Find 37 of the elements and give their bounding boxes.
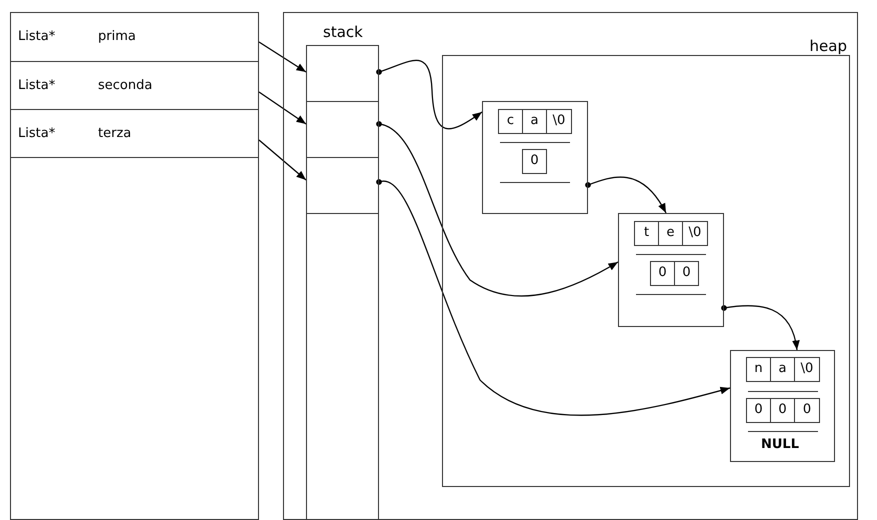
list-node-box — [618, 213, 724, 327]
variable-name: terza — [98, 126, 132, 142]
type-label: Lista* — [18, 78, 56, 94]
memory-cell: 0 — [674, 261, 699, 286]
area-heading: stack — [323, 24, 363, 40]
memory-cell: 0 — [770, 398, 795, 423]
area-heading: heap — [810, 38, 847, 54]
list-node-box — [730, 350, 835, 462]
pointer-arrow — [258, 140, 306, 180]
memory-cell: n — [746, 357, 771, 382]
memory-cell: t — [634, 221, 659, 246]
pointer-arrow — [721, 305, 800, 350]
pointer-arrow — [585, 176, 667, 214]
list-node-box — [482, 101, 588, 214]
type-label: Lista* — [18, 126, 56, 142]
pointer-arrow — [258, 42, 306, 72]
memory-cell: a — [522, 109, 547, 134]
variable-name: seconda — [98, 78, 152, 94]
memory-cell: \0 — [794, 357, 820, 382]
variable-name: prima — [98, 29, 136, 45]
pointer-arrow — [376, 179, 730, 416]
pointer-arrow — [376, 121, 618, 296]
type-label: Lista* — [18, 29, 56, 45]
pointer-arrow — [258, 92, 306, 124]
null-value: NULL — [761, 437, 800, 453]
pointer-arrow — [376, 60, 482, 130]
memory-panel — [283, 12, 858, 520]
memory-cell: 0 — [522, 149, 547, 174]
memory-cell: \0 — [682, 221, 708, 246]
memory-panel — [10, 12, 259, 520]
memory-cell: 0 — [650, 261, 675, 286]
memory-cell: e — [658, 221, 683, 246]
memory-cell: 0 — [746, 398, 771, 423]
memory-cell: 0 — [794, 398, 820, 423]
memory-cell: a — [770, 357, 795, 382]
memory-cell: \0 — [546, 109, 572, 134]
memory-cell: c — [498, 109, 523, 134]
